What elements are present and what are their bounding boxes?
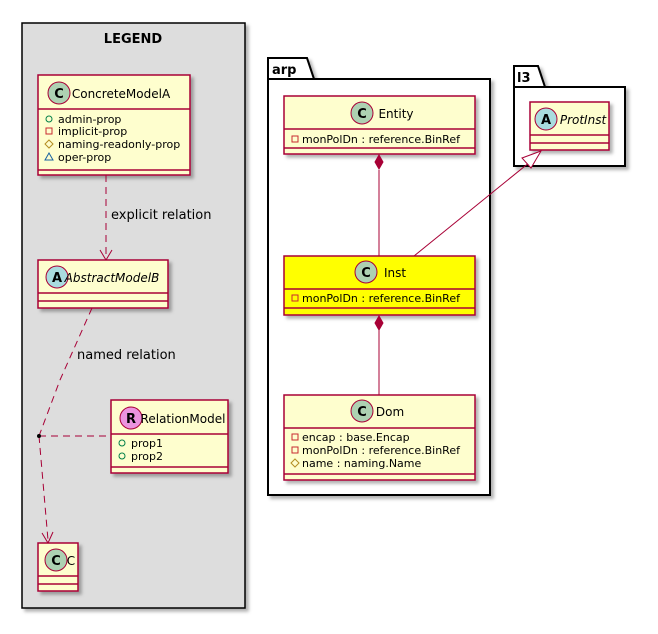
explicit-relation-label: explicit relation <box>111 208 211 223</box>
class-name: ProtInst <box>560 113 608 127</box>
protected-visibility-icon <box>290 458 300 468</box>
class-concrete-model-a[interactable]: C ConcreteModelA admin-prop implicit-pro… <box>37 74 191 176</box>
class-relation-model[interactable]: R RelationModel prop1 prop2 <box>110 399 229 474</box>
stereotype-letter: C <box>54 87 64 102</box>
member: implicit-prop <box>58 125 127 138</box>
class-name: Dom <box>376 405 404 419</box>
class-stereotype-icon <box>354 260 378 284</box>
public-visibility-icon <box>118 452 126 460</box>
private-visibility-icon <box>291 135 299 143</box>
private-visibility-icon <box>291 433 299 441</box>
package-visibility-icon <box>44 151 54 161</box>
private-visibility-icon <box>291 294 299 302</box>
public-visibility-icon <box>45 115 53 123</box>
member: monPolDn : reference.BinRef <box>302 133 461 146</box>
class-entity[interactable]: C Entity monPolDn : reference.BinRef <box>283 95 476 155</box>
class-stereotype-icon <box>350 101 374 125</box>
package-name: l3 <box>517 71 531 86</box>
inst-dom-composition <box>374 314 384 395</box>
stereotype-letter: A <box>52 271 62 286</box>
member: admin-prop <box>58 113 121 126</box>
private-visibility-icon <box>291 446 299 454</box>
member: encap : base.Encap <box>302 431 410 444</box>
inst-protinst-inheritance <box>413 150 543 257</box>
stereotype-letter: C <box>357 107 367 122</box>
stereotype-letter: C <box>357 405 367 420</box>
inheritance-arrowhead <box>521 150 543 169</box>
class-dom[interactable]: C Dom encap : base.Encap monPolDn : refe… <box>283 394 476 481</box>
composition-diamond <box>374 153 384 171</box>
member: prop1 <box>131 437 163 450</box>
member: monPolDn : reference.BinRef <box>302 444 461 457</box>
member: name : naming.Name <box>302 457 422 470</box>
class-stereotype-icon <box>47 81 71 105</box>
private-visibility-icon <box>45 127 53 135</box>
package-name: arp <box>272 63 297 78</box>
class-stereotype-icon <box>44 548 68 572</box>
member: oper-prop <box>58 151 111 164</box>
entity-inst-composition <box>374 153 384 256</box>
stereotype-letter: A <box>541 113 551 128</box>
class-name: AbstractModelB <box>64 271 160 285</box>
stereotype-letter: R <box>126 412 136 427</box>
class-inst[interactable]: C Inst monPolDn : reference.BinRef <box>283 255 476 316</box>
named-relation-label: named relation <box>77 348 176 363</box>
abstract-stereotype-icon <box>45 265 69 289</box>
member: naming-readonly-prop <box>58 138 180 151</box>
class-name: C <box>67 554 75 568</box>
relation-junction-point <box>37 434 41 438</box>
relation-stereotype-icon <box>119 406 143 430</box>
class-name: Entity <box>378 107 413 121</box>
stereotype-letter: C <box>51 554 61 569</box>
class-name: RelationModel <box>141 412 226 426</box>
class-protinst[interactable]: A ProtInst <box>529 101 610 151</box>
class-stereotype-icon <box>350 399 374 423</box>
public-visibility-icon <box>118 439 126 447</box>
class-c[interactable]: C C <box>37 542 79 592</box>
protected-visibility-icon <box>44 139 54 149</box>
composition-diamond <box>374 314 384 332</box>
member: monPolDn : reference.BinRef <box>302 292 461 305</box>
class-name: Inst <box>384 266 406 280</box>
member: prop2 <box>131 450 163 463</box>
stereotype-letter: C <box>361 266 371 281</box>
legend-title: LEGEND <box>104 32 163 47</box>
abstract-stereotype-icon <box>534 107 558 131</box>
class-name: ConcreteModelA <box>72 87 171 101</box>
class-abstract-model-b[interactable]: A AbstractModelB <box>37 259 169 309</box>
